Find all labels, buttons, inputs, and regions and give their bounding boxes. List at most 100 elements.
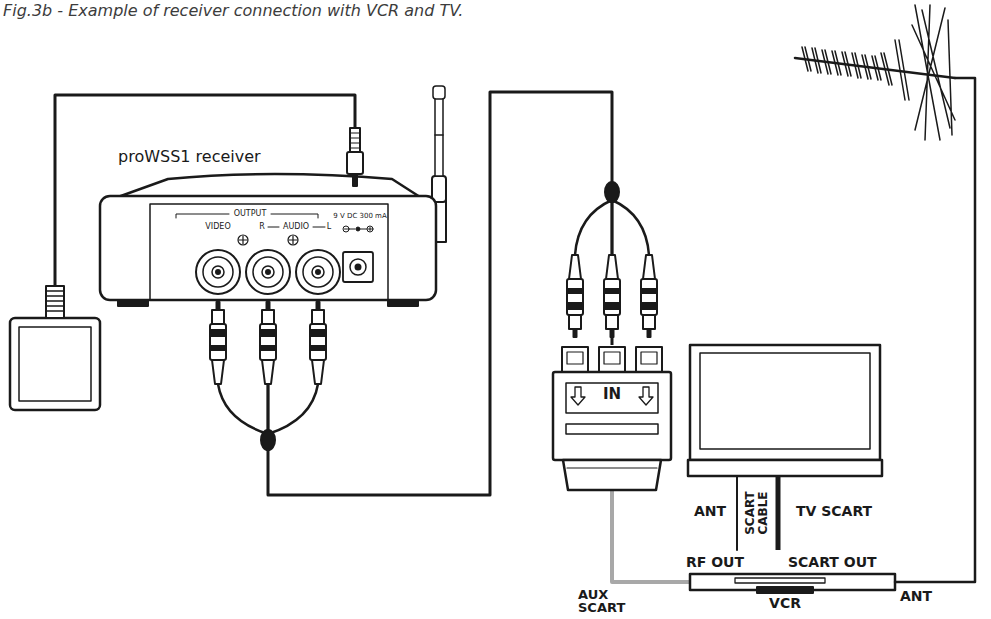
panel-label: OUTPUT — [234, 209, 267, 218]
yagi-antenna — [795, 5, 955, 140]
port-label: AUX SCART — [578, 588, 638, 614]
power-adapter — [10, 286, 100, 410]
rca-plug — [310, 346, 326, 350]
yagi-antenna — [832, 51, 841, 75]
rca-plug — [567, 182, 657, 337]
receiver-body — [150, 204, 388, 300]
receiver-body — [100, 174, 436, 306]
rca-plug — [567, 303, 583, 309]
rca-plug — [262, 360, 274, 384]
receiver-body — [100, 196, 436, 300]
tv-set — [688, 460, 882, 476]
rca-plug — [217, 302, 220, 310]
power-adapter — [19, 327, 91, 401]
vcr-shape — [735, 578, 825, 583]
tv-cables — [736, 476, 738, 550]
rca-plug — [210, 324, 226, 360]
power-adapter — [46, 291, 64, 311]
polarity-symbol — [369, 228, 372, 231]
rca-plug — [606, 255, 618, 279]
receiver-unit: proWSS1 receiverOUTPUTVIDEORAUDIOL9 V DC… — [100, 148, 436, 306]
rca-plug — [312, 310, 324, 324]
scart-adapter-shape — [636, 347, 662, 372]
rca-jack — [262, 266, 274, 278]
receiver-body — [118, 300, 148, 306]
yagi-antenna — [912, 5, 955, 140]
polarity-symbol — [343, 226, 349, 232]
power-adapter — [10, 318, 100, 410]
figure-title: Fig.3b - Example of receiver connection … — [3, 2, 463, 20]
polarity-symbol — [345, 229, 348, 230]
polarity-symbol — [343, 226, 373, 232]
tv-set — [688, 345, 882, 476]
tv-cables — [776, 476, 781, 550]
scart-cable — [612, 490, 690, 582]
polarity-symbol — [361, 229, 367, 230]
rca-jack — [266, 270, 270, 274]
dc-jack — [343, 252, 373, 282]
panel-label: R — [259, 222, 265, 231]
rca-plug — [567, 279, 583, 315]
rca-plug — [648, 329, 651, 337]
rca-plug — [212, 360, 224, 384]
scart-adapter-shape — [567, 467, 657, 468]
rca-plug — [261, 430, 275, 450]
power-rating: 9 V DC 300 mA — [333, 212, 386, 220]
vcr-unit: VCR — [690, 574, 895, 590]
yagi-antenna — [872, 56, 881, 80]
panel-screw — [238, 235, 298, 245]
vcr-shape — [690, 574, 895, 593]
scart-adapter-shape — [599, 347, 625, 372]
scart-adapter-shape — [639, 387, 653, 405]
rca-plug — [310, 330, 326, 336]
rca-plug — [605, 182, 619, 202]
rca-plug — [267, 302, 270, 310]
dc-plug — [350, 133, 360, 148]
scart-adapter: IN — [553, 345, 671, 490]
panel-screw — [239, 236, 247, 244]
scart-adapter-shape — [553, 347, 671, 490]
device-name: VCR — [769, 595, 801, 611]
scart-adapter-shape — [562, 347, 588, 372]
polarity-symbol — [349, 229, 355, 230]
rca-jack — [253, 257, 283, 287]
power-adapter — [46, 286, 64, 318]
illustration-group — [10, 5, 975, 593]
port-label: RF OUT — [686, 554, 744, 570]
yagi-antenna — [822, 50, 831, 74]
antenna-cable — [895, 78, 975, 582]
yagi-antenna — [802, 47, 811, 71]
rca-plug — [641, 279, 657, 315]
yagi-antenna — [852, 53, 861, 78]
dc-plug — [350, 128, 360, 152]
receiver-antenna — [435, 98, 443, 176]
dc-plug — [347, 128, 363, 186]
rca-plug — [317, 302, 320, 310]
panel-screw — [288, 235, 298, 245]
rca-plug — [604, 303, 620, 309]
rca-plug — [310, 324, 326, 360]
polarity-symbol — [356, 227, 360, 231]
receiver-antenna — [432, 176, 446, 202]
panel-screw — [289, 236, 297, 244]
port-label: TV SCART — [796, 503, 872, 519]
rca-plug — [212, 310, 224, 324]
yagi-antenna — [862, 55, 871, 79]
scart-adapter-shape — [566, 383, 658, 413]
rca-jack — [212, 266, 224, 278]
rca-jack — [196, 250, 340, 294]
dc-plug — [347, 152, 363, 174]
rca-plug — [312, 360, 324, 384]
dc-jack — [350, 259, 366, 275]
rca-plug — [606, 315, 618, 329]
rca-plug — [210, 330, 226, 336]
scart-adapter-shape — [566, 424, 658, 434]
rca-plug — [604, 279, 620, 315]
rca-jack — [296, 250, 340, 294]
yagi-antenna — [842, 52, 851, 76]
rca-jack — [216, 270, 220, 274]
yagi-antenna — [881, 53, 892, 85]
